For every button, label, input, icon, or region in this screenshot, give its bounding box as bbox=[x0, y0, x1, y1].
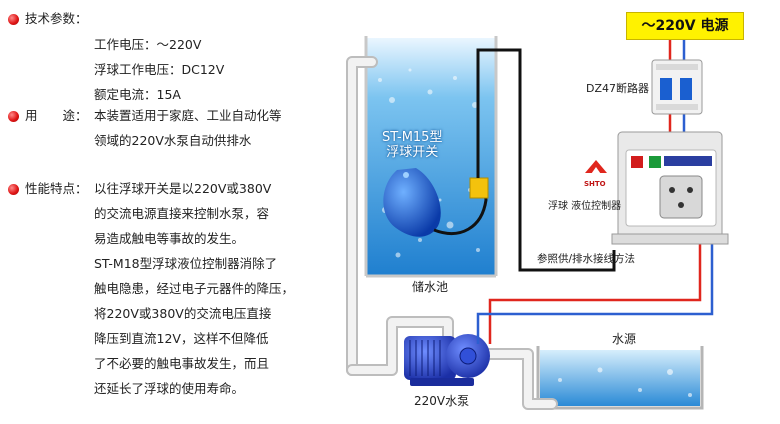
specs-bullet bbox=[8, 14, 19, 25]
features-line-3: 易造成触电等事故的发生。 bbox=[94, 231, 245, 246]
features-bullet bbox=[8, 184, 19, 195]
pump-label: 220V水泵 bbox=[414, 394, 470, 408]
usage-bullet bbox=[8, 111, 19, 122]
specs-heading: 技术参数： bbox=[25, 11, 88, 26]
float-switch-title: ST-M15型 浮球开关 bbox=[382, 130, 442, 160]
spec-working-voltage: 工作电压：～220V bbox=[94, 37, 202, 52]
wiring-method-label: 参照供/排水接线方法 bbox=[537, 253, 636, 265]
features-line-5: 触电隐患，经过电子元器件的降压， bbox=[94, 281, 295, 296]
usage-line-2: 领域的220V水泵自动供排水 bbox=[94, 133, 252, 148]
features-line-8: 了不必要的触电事故发生，而且 bbox=[94, 356, 270, 371]
float-switch bbox=[383, 168, 441, 237]
water-pump bbox=[404, 334, 490, 386]
float-cable bbox=[433, 48, 616, 272]
features-line-9: 还延长了浮球的使用寿命。 bbox=[94, 381, 245, 396]
shto-logo bbox=[585, 160, 607, 177]
dz47-breaker bbox=[651, 59, 703, 115]
power-wires bbox=[476, 38, 714, 344]
controller-label: 浮球 液位控制器 bbox=[548, 201, 622, 212]
features-line-2: 的交流电源直接来控制水泵，容 bbox=[94, 206, 270, 221]
water-source-label: 水源 bbox=[612, 332, 637, 346]
spec-float-voltage: 浮球工作电压：DC12V bbox=[94, 62, 225, 77]
spec-rated-current: 额定电流：15A bbox=[94, 87, 181, 102]
features-line-7: 降压到直流12V，这样不但降低 bbox=[94, 331, 269, 346]
usage-heading: 用 途： bbox=[25, 108, 88, 123]
storage-tank-label: 储水池 bbox=[412, 280, 449, 294]
float-switch-model: ST-M15型 bbox=[382, 130, 443, 145]
level-controller bbox=[611, 131, 729, 245]
water-source-basin bbox=[536, 346, 704, 410]
storage-tank bbox=[364, 36, 498, 278]
breaker-label: DZ47断路器 bbox=[586, 82, 650, 95]
power-supply-label: ～220V 电源 bbox=[626, 12, 744, 40]
water-pipes bbox=[346, 56, 558, 410]
controller-brand: SHTO bbox=[584, 180, 606, 188]
features-line-6: 将220V或380V的交流电压直接 bbox=[94, 306, 272, 321]
features-heading: 性能特点： bbox=[25, 181, 88, 196]
float-switch-name: 浮球开关 bbox=[386, 145, 439, 160]
features-line-4: ST-M18型浮球液位控制器消除了 bbox=[94, 256, 278, 271]
usage-line-1: 本装置适用于家庭、工业自动化等 bbox=[94, 108, 282, 123]
features-line-1: 以往浮球开关是以220V或380V bbox=[94, 181, 272, 196]
